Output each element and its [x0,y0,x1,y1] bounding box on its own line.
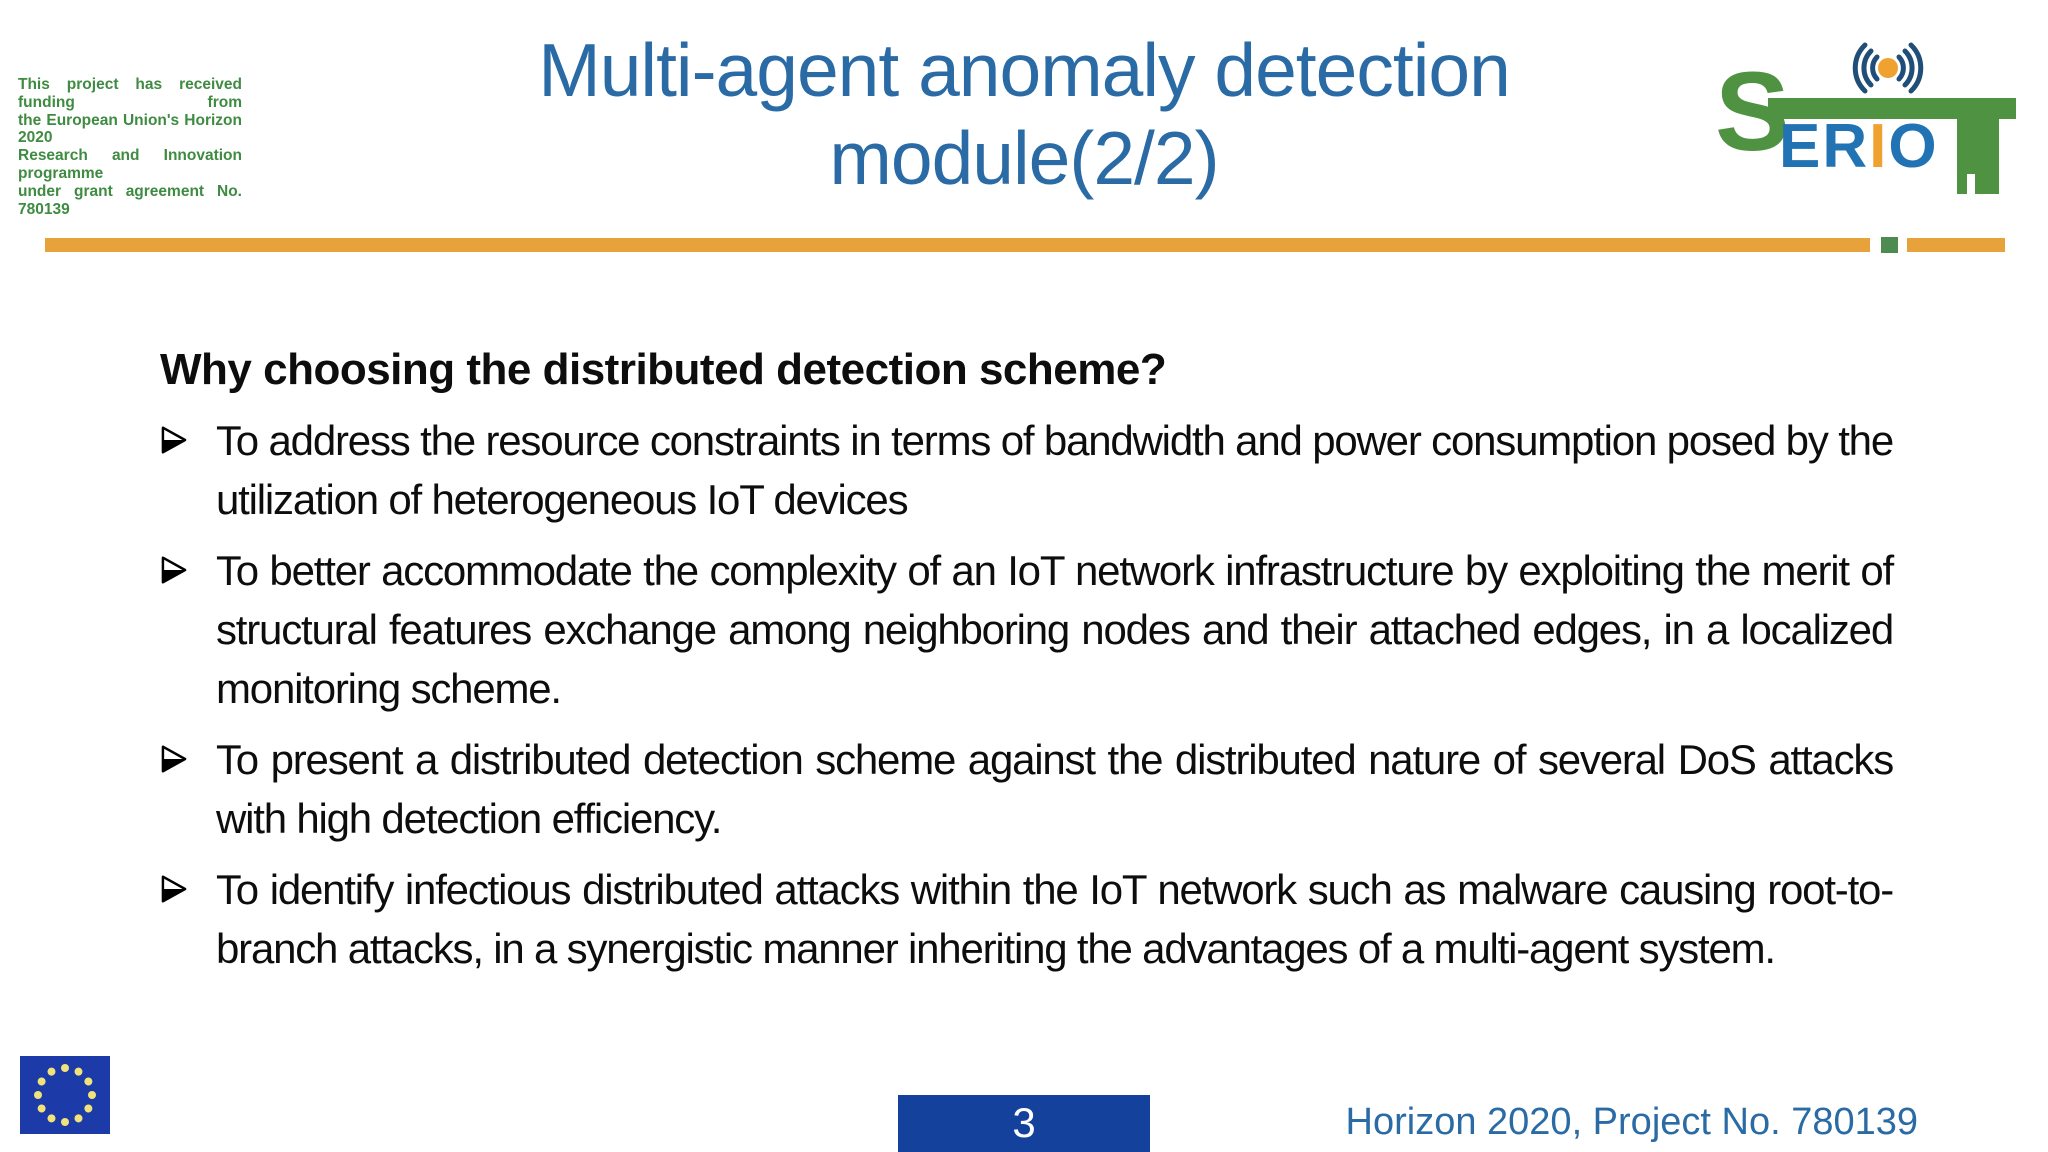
logo-letter-e: E [1779,112,1823,181]
arrowhead-right-icon [161,745,187,773]
wifi-signal-icon [1852,42,1924,94]
logo-letter-o: O [1888,112,1939,181]
arrowhead-right-icon [161,875,187,903]
page-number-box: 3 [898,1095,1150,1152]
footer-project-note: Horizon 2020, Project No. 780139 [1345,1101,1918,1143]
bullet-text: To address the resource constraints in t… [216,417,1894,523]
eu-star [82,1103,94,1114]
funding-note-line: under grant agreement No. 780139 [18,182,242,218]
eu-star [36,1076,48,1087]
body-heading: Why choosing the distributed detection s… [160,345,1167,394]
eu-star [88,1091,96,1099]
eu-star [73,1066,84,1078]
divider-bar-end [1907,238,2005,252]
eu-star [36,1103,48,1114]
logo-key-bar [1768,98,2016,119]
logo-letter-s: S [1715,49,1790,174]
bullet-item: To address the resource constraints in t… [158,411,1894,529]
eu-star [82,1076,94,1087]
eu-star [46,1066,57,1078]
slide-title: Multi-agent anomaly detection module(2/2… [280,26,1768,202]
divider-bar-main [45,238,1870,252]
page-number: 3 [1012,1099,1036,1146]
eu-star [46,1112,57,1124]
bullet-text: To better accommodate the complexity of … [216,547,1894,712]
logo-letters-erio: ERIO [1779,116,1939,178]
slide-body: Why choosing the distributed detection s… [158,340,1894,990]
seriot-logo: S ERIO [1713,18,2043,214]
bullet-item: To identify infectious distributed attac… [158,860,1894,978]
funding-note-line: This project has received funding from [18,76,242,111]
eu-star [73,1112,84,1124]
bullet-text: To identify infectious distributed attac… [216,866,1894,972]
bullet-text: To present a distributed detection schem… [216,736,1894,842]
logo-letter-i: I [1869,112,1889,181]
eu-flag-icon [20,1056,110,1134]
arrowhead-right-icon [161,426,187,454]
funding-note-line: the European Union's Horizon 2020 [18,111,242,147]
key-tooth-icon [1957,174,1967,194]
bullet-item: To better accommodate the complexity of … [158,541,1894,718]
funding-note: This project has received funding from t… [18,76,242,218]
eu-star [61,1064,69,1072]
arrowhead-right-icon [161,556,187,584]
bullet-item: To present a distributed detection schem… [158,730,1894,848]
slide-title-line2: module(2/2) [829,116,1219,200]
funding-note-line: Research and Innovation programme [18,147,242,182]
key-tooth-icon [1975,174,1999,194]
eu-flag-stars [20,1056,110,1134]
eu-star [34,1091,42,1099]
eu-star [61,1118,69,1126]
divider-green-square [1881,237,1898,253]
slide-title-line1: Multi-agent anomaly detection [538,28,1511,112]
logo-letter-r: R [1822,112,1870,181]
